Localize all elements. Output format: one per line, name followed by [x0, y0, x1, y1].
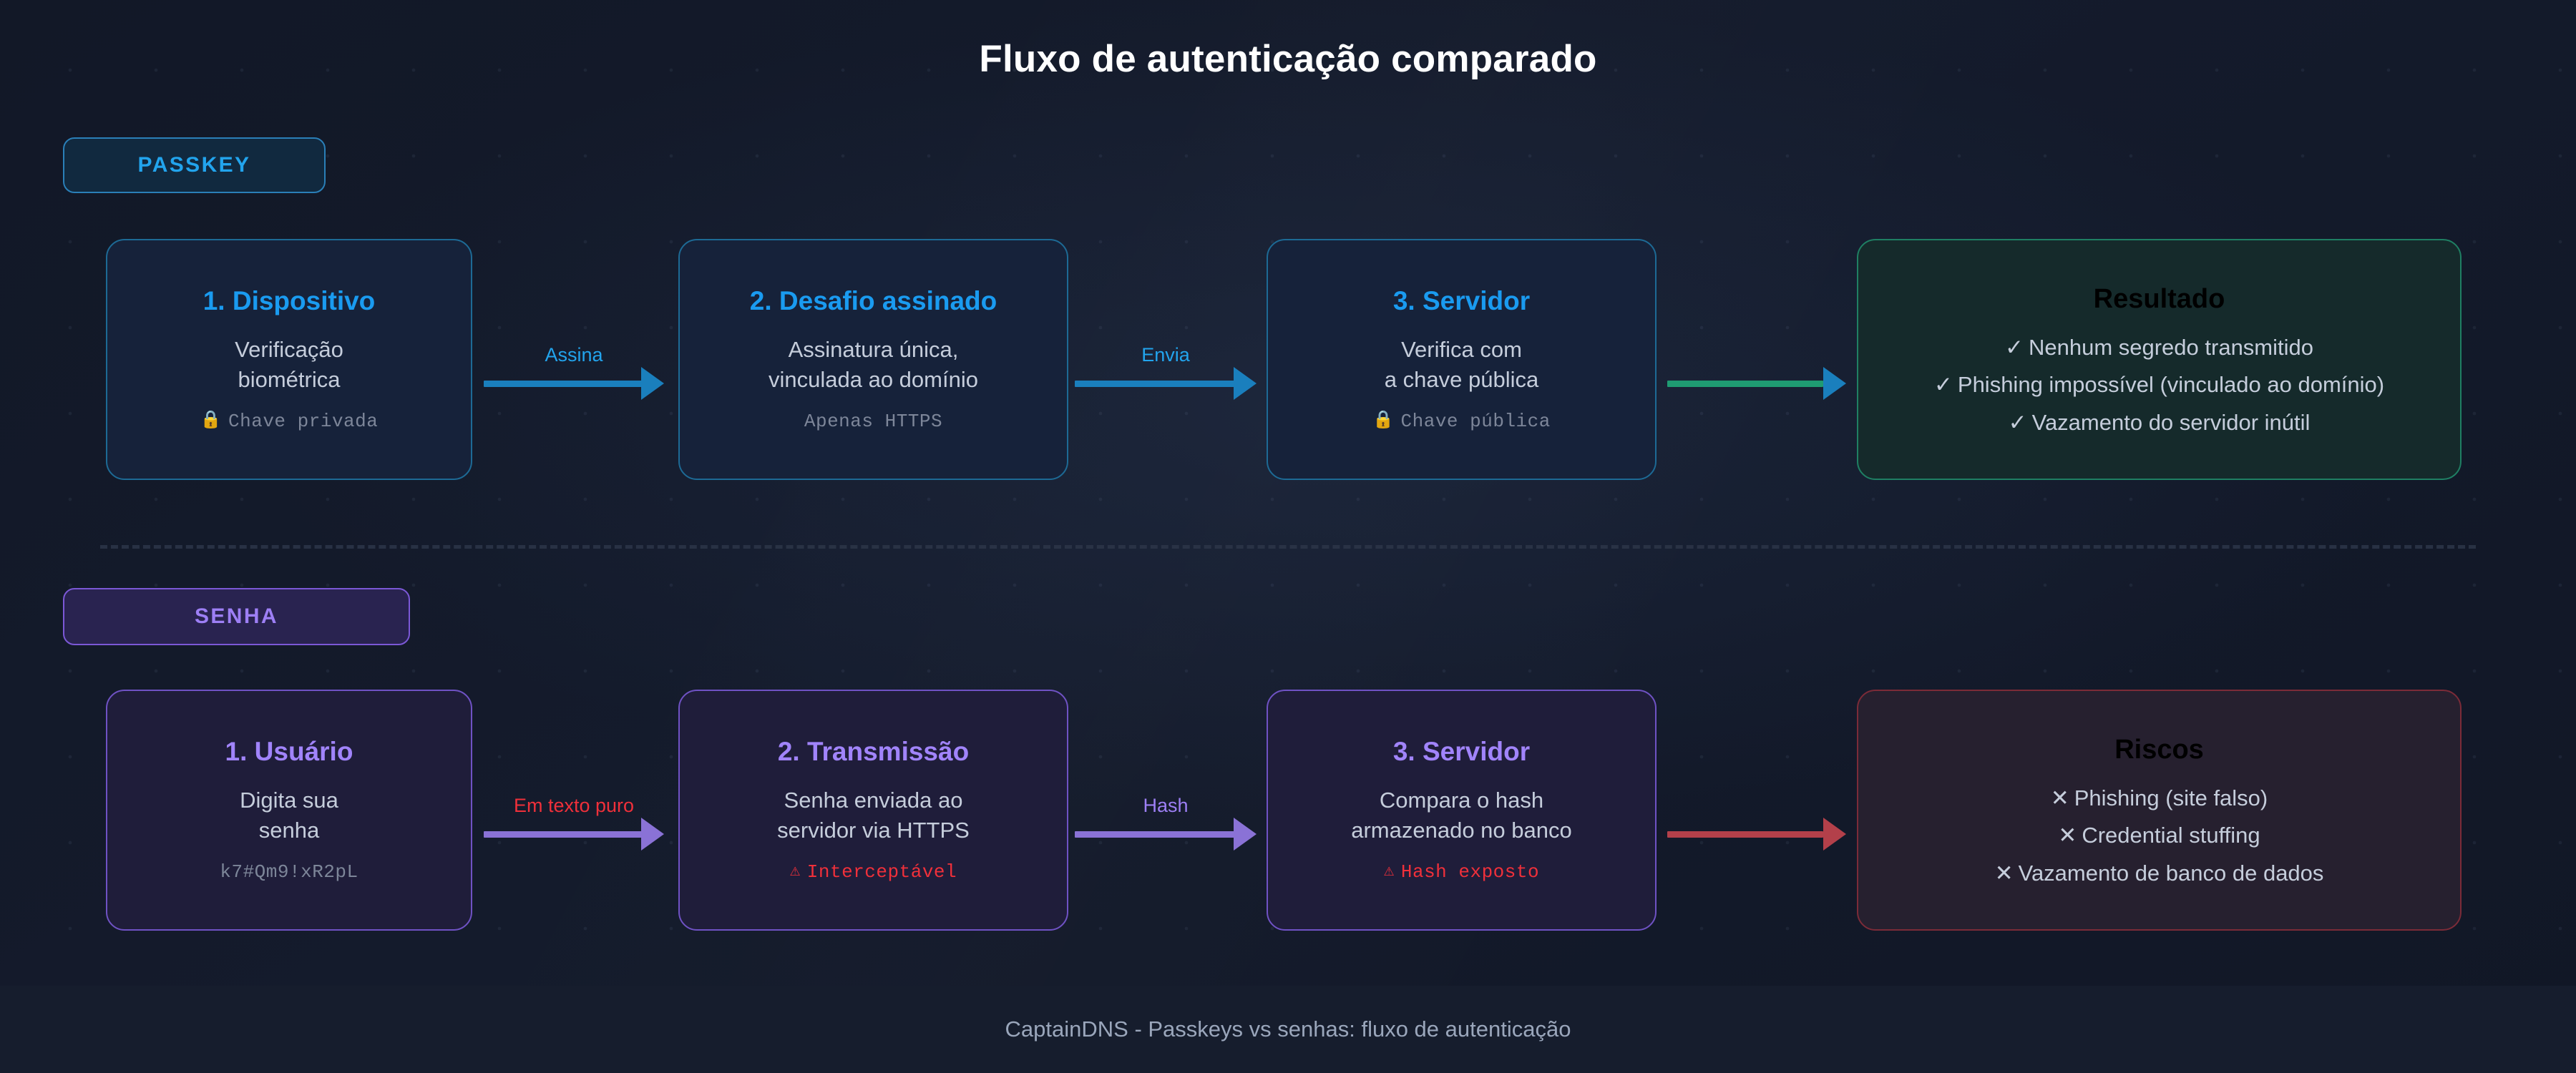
password-arrow-3 — [1667, 813, 1846, 856]
passkey-arrow-1-label: Assina — [545, 344, 603, 366]
section-badge-senha-label: SENHA — [194, 604, 278, 628]
outcome-item: ✕Phishing (site falso) — [2051, 785, 2268, 811]
arrow-shaft — [484, 381, 643, 387]
password-arrow-1: Em texto puro — [484, 795, 664, 856]
card-note: ⚠ Hash exposto — [1384, 861, 1539, 883]
arrow-head — [1823, 818, 1846, 851]
lock-icon: 🔒 — [200, 411, 223, 431]
section-divider — [100, 545, 2476, 549]
card-body: Assinatura única,vinculada ao domínio — [769, 337, 978, 392]
card-note: Apenas HTTPS — [804, 411, 942, 432]
card-note: k7#Qm9!xR2pL — [220, 861, 358, 883]
outcome-list: ✕Phishing (site falso) ✕Credential stuff… — [1995, 785, 2324, 886]
outcome-item: ✓Nenhum segredo transmitido — [2005, 335, 2313, 361]
card-title: 3. Servidor — [1392, 286, 1531, 316]
arrow-shaft — [1075, 831, 1235, 838]
warning-icon: ⚠ — [1383, 861, 1395, 881]
outcome-item: ✓Vazamento do servidor inútil — [2009, 410, 2311, 436]
outcome-title: Resultado — [2093, 283, 2225, 314]
page-title: Fluxo de autenticação comparado — [979, 38, 1597, 80]
card-note: ⚠ Interceptável — [790, 861, 957, 883]
arrow-head — [641, 367, 664, 400]
outcome-item: ✕Credential stuffing — [2058, 823, 2260, 848]
password-arrow-1-label: Em texto puro — [513, 795, 635, 816]
outcome-item-text: Credential stuffing — [2082, 823, 2260, 848]
card-note-text: Interceptável — [806, 861, 957, 883]
card-note-text: k7#Qm9!xR2pL — [220, 861, 358, 883]
section-badge-senha: SENHA — [63, 588, 410, 645]
section-badge-passkey: PASSKEY — [63, 137, 326, 193]
card-note-text: Chave privada — [228, 410, 379, 432]
password-outcome-card[interactable]: Riscos ✕Phishing (site falso) ✕Credentia… — [1857, 690, 2462, 931]
password-arrow-2: Hash — [1075, 795, 1257, 856]
outcome-item-text: Vazamento do servidor inútil — [2031, 409, 2311, 435]
passkey-arrow-2: Envia — [1075, 344, 1257, 405]
outcome-item: ✕Vazamento de banco de dados — [1995, 861, 2324, 886]
card-title: 1. Dispositivo — [203, 286, 376, 316]
card-note: 🔒 Chave privada — [200, 411, 379, 432]
outcome-item-text: Vazamento de banco de dados — [2018, 860, 2324, 886]
passkey-arrow-3 — [1667, 362, 1846, 405]
arrow-head — [1234, 367, 1257, 400]
outcome-item-text: Phishing (site falso) — [2074, 785, 2268, 810]
card-title: 3. Servidor — [1392, 737, 1531, 767]
outcome-item-text: Nenhum segredo transmitido — [2028, 334, 2314, 360]
arrow-shaft — [1075, 381, 1235, 387]
footer-bar: CaptainDNS - Passkeys vs senhas: fluxo d… — [0, 986, 2576, 1073]
lock-icon: 🔒 — [1372, 411, 1395, 431]
outcome-title: Riscos — [2114, 734, 2204, 765]
warning-icon: ⚠ — [789, 861, 801, 881]
arrow-head — [1234, 818, 1257, 851]
arrow-shaft — [484, 831, 643, 838]
card-note-text: Chave pública — [1400, 410, 1551, 432]
arrow-shaft — [1667, 831, 1823, 838]
outcome-list: ✓Nenhum segredo transmitido ✓Phishing im… — [1934, 335, 2384, 436]
passkey-step-card-2[interactable]: 2. Desafio assinado Assinatura única,vin… — [678, 239, 1068, 480]
cross-icon: ✕ — [1994, 860, 2014, 886]
outcome-item: ✓Phishing impossível (vinculado ao domín… — [1934, 372, 2384, 398]
passkey-arrow-1: Assina — [484, 344, 664, 405]
cross-icon: ✕ — [2058, 823, 2077, 848]
card-note-text: Apenas HTTPS — [804, 410, 943, 432]
password-arrow-2-label: Hash — [1143, 795, 1189, 816]
card-note-text: Hash exposto — [1400, 861, 1540, 883]
arrow-shaft — [1667, 381, 1823, 387]
footer-caption: CaptainDNS - Passkeys vs senhas: fluxo d… — [1005, 1016, 1571, 1042]
card-title: 1. Usuário — [225, 737, 353, 767]
section-badge-passkey-label: PASSKEY — [137, 153, 251, 177]
passkey-outcome-card[interactable]: Resultado ✓Nenhum segredo transmitido ✓P… — [1857, 239, 2462, 480]
check-icon: ✓ — [2008, 409, 2027, 435]
check-icon: ✓ — [2004, 334, 2024, 360]
arrow-head — [641, 818, 664, 851]
arrow-head — [1823, 367, 1846, 400]
card-title: 2. Desafio assinado — [749, 286, 997, 316]
outcome-item-text: Phishing impossível (vinculado ao domíni… — [1957, 372, 2385, 398]
cross-icon: ✕ — [2050, 785, 2069, 810]
card-note: 🔒 Chave pública — [1372, 411, 1551, 432]
passkey-arrow-2-label: Envia — [1141, 344, 1190, 366]
card-title: 2. Transmissão — [777, 737, 970, 767]
check-icon: ✓ — [1933, 372, 1953, 398]
